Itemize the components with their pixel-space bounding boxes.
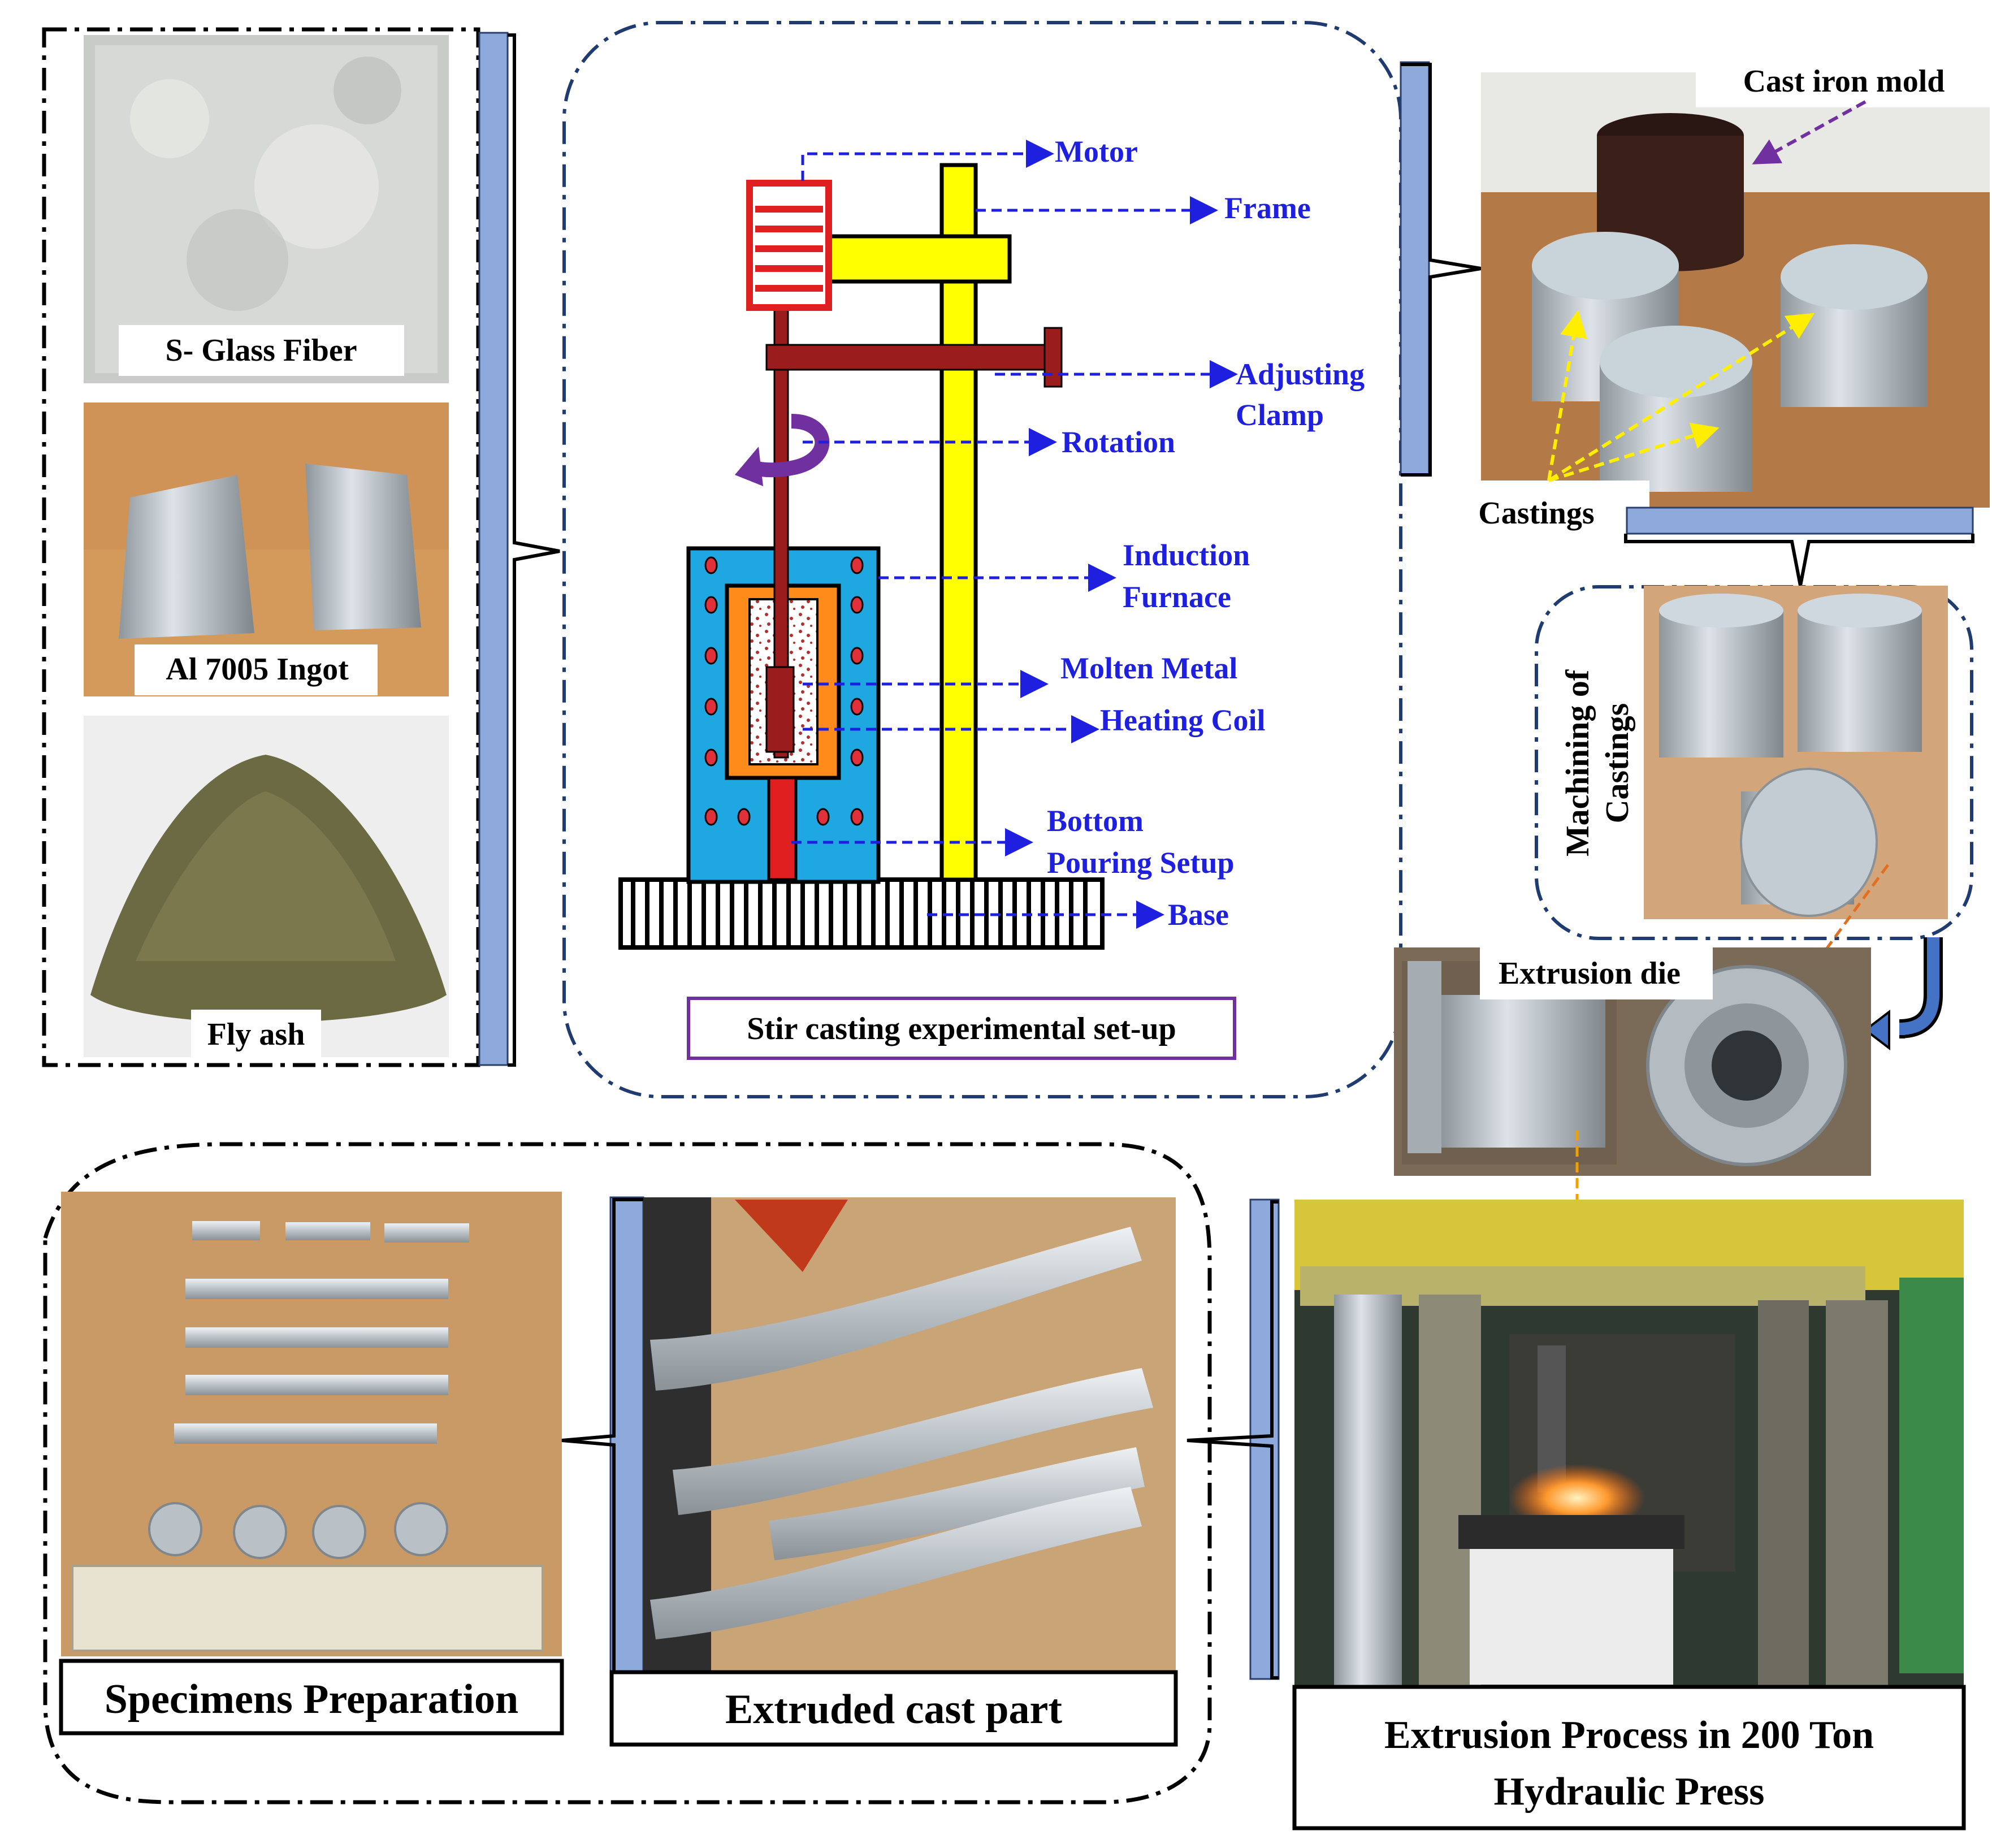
specimens-and-extruded-panel: Specimens Preparation Extruded cast part (43, 1142, 1212, 1804)
extrusion-die-label: Extrusion die (1499, 956, 1681, 991)
fly-ash-label: Fly ash (207, 1017, 305, 1052)
machining-label-line2: Castings (1599, 703, 1635, 824)
extrusion-die-group: Extrusion die (1394, 947, 1871, 1436)
extrusion-process-label-line1: Extrusion Process in 200 Ton (1384, 1713, 1874, 1757)
castings-photo-group: Cast iron mold Castings (1400, 57, 1992, 586)
adjusting-clamp-label-line2: Clamp (1236, 398, 1324, 432)
induction-furnace-label-line2: Furnace (1123, 580, 1231, 614)
induction-furnace-label-line1: Induction (1123, 538, 1250, 572)
cast-iron-mold-label: Cast iron mold (1743, 64, 1945, 99)
heating-coil-label: Heating Coil (1100, 703, 1266, 737)
adjusting-clamp-label-line1: Adjusting (1236, 357, 1365, 391)
fly-ash-photo: Fly ash (84, 716, 449, 1058)
s-glass-fiber-label: S- Glass Fiber (165, 333, 357, 368)
al-ingot-label: Al 7005 Ingot (166, 652, 349, 687)
motor-label: Motor (1055, 135, 1138, 168)
extruded-part-label: Extruded cast part (725, 1686, 1062, 1733)
base-label: Base (1168, 898, 1229, 932)
stir-casting-caption: Stir casting experimental set-up (747, 1011, 1176, 1046)
specimens-label: Specimens Preparation (105, 1676, 518, 1723)
bottom-pouring-label-line1: Bottom (1047, 804, 1144, 838)
al-ingot-photo: Al 7005 Ingot (84, 403, 449, 696)
extrusion-process-label-line2: Hydraulic Press (1494, 1770, 1765, 1814)
rotation-label: Rotation (1062, 425, 1175, 459)
bottom-pouring-label-line2: Pouring Setup (1047, 846, 1235, 880)
stir-casting-panel: Motor Frame Adjusting Clamp Rotation Ind… (562, 21, 1402, 1098)
molten-metal-label: Molten Metal (1060, 651, 1237, 685)
frame-label: Frame (1224, 191, 1311, 225)
s-glass-fiber-photo: S- Glass Fiber (84, 35, 449, 383)
extrusion-press-group: Extrusion Process in 200 Ton Hydraulic P… (1186, 1198, 1966, 1830)
castings-label: Castings (1478, 496, 1594, 531)
raw-materials-panel: S- Glass Fiber Al 7005 Ingot Fly ash (42, 27, 560, 1067)
machining-panel: Machining of Castings (1535, 585, 1973, 1051)
machining-label-line1: Machining of (1559, 669, 1596, 856)
rotation-arrow-icon (735, 414, 830, 486)
